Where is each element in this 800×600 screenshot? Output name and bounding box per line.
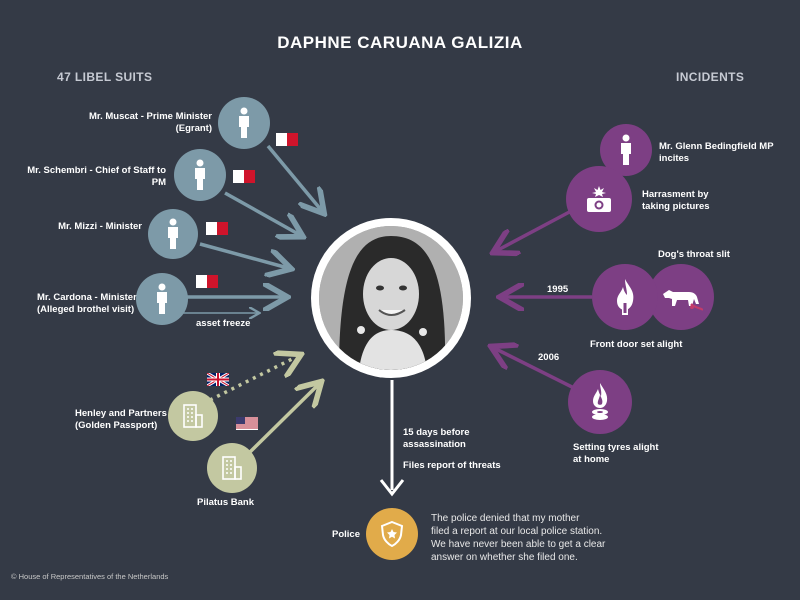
malta-flag-icon: [276, 133, 298, 146]
police-node: [366, 508, 418, 560]
tyres-fire-icon: [592, 383, 608, 420]
arrow-tyres: [494, 348, 581, 393]
arrow-pilatus: [248, 384, 319, 454]
arrow-to-police-head: [379, 479, 405, 497]
pilatus-node: [207, 443, 257, 493]
libel-mizzi-node: [148, 209, 198, 259]
portrait-photo: [319, 226, 463, 370]
incidents-heading: INCIDENTS: [676, 70, 745, 84]
page-title: DAPHNE CARUANA GALIZIA: [277, 33, 523, 52]
police-label: Police: [332, 529, 360, 540]
libel-suits-heading: 47 LIBEL SUITS: [57, 70, 153, 84]
incident-harassment-node: [566, 166, 632, 232]
incident-front-door-node: [592, 264, 658, 330]
libel-muscat-label: Mr. Muscat - Prime Minister(Egrant): [88, 111, 212, 134]
person-icon: [168, 218, 178, 249]
building-icon: [222, 456, 242, 480]
note-files-report: Files report of threats: [403, 460, 501, 471]
usa-flag-icon: [236, 417, 258, 430]
year-2006: 2006: [538, 352, 560, 363]
person-icon: [157, 283, 167, 314]
portrait: [311, 218, 471, 378]
incident-dog-node: [648, 264, 714, 330]
libel-schembri-label: Mr. Schembri - Chief of Staff to PM: [27, 165, 166, 188]
uk-flag-icon: [207, 373, 229, 386]
arrow-muscat: [266, 144, 322, 211]
dog-icon: [663, 290, 703, 311]
libel-cardona-label: Mr. Cardona - Minister(Alleged brothel v…: [37, 292, 137, 315]
libel-mizzi-label: Mr. Mizzi - Minister: [58, 221, 142, 232]
arrow-harassment: [496, 207, 576, 251]
building-icon: [183, 404, 203, 428]
police-badge-icon: [380, 521, 404, 547]
person-icon: [195, 159, 205, 190]
incident-tyres-node: [568, 370, 632, 434]
incident-bedingfield-node: [600, 124, 652, 176]
henley-label: Henley and Partners(Golden Passport): [75, 408, 167, 431]
pilatus-label: Pilatus Bank: [197, 497, 255, 508]
year-1995: 1995: [547, 284, 569, 295]
arrow-henley: [209, 356, 298, 402]
libel-muscat-node: [218, 97, 270, 149]
asset-freeze-label: asset freeze: [196, 318, 251, 329]
person-icon: [621, 134, 631, 165]
malta-flag-icon: [196, 275, 218, 288]
incident-dog-label: Dog's throat slit: [658, 249, 730, 260]
incident-front-door-label: Front door set alight: [590, 339, 683, 350]
police-quote: The police denied that my mother filed a…: [431, 513, 606, 563]
arrow-mizzi: [199, 242, 288, 268]
malta-flag-icon: [233, 170, 255, 183]
arrow-schembri: [224, 191, 300, 235]
libel-schembri-node: [174, 149, 226, 201]
person-icon: [239, 107, 249, 138]
henley-node: [168, 391, 218, 441]
footer-credit: © House of Representatives of the Nether…: [11, 572, 169, 581]
flame-icon: [617, 279, 634, 315]
camera-icon: [587, 186, 611, 212]
libel-cardona-node: [136, 273, 188, 325]
malta-flag-icon: [206, 222, 228, 235]
